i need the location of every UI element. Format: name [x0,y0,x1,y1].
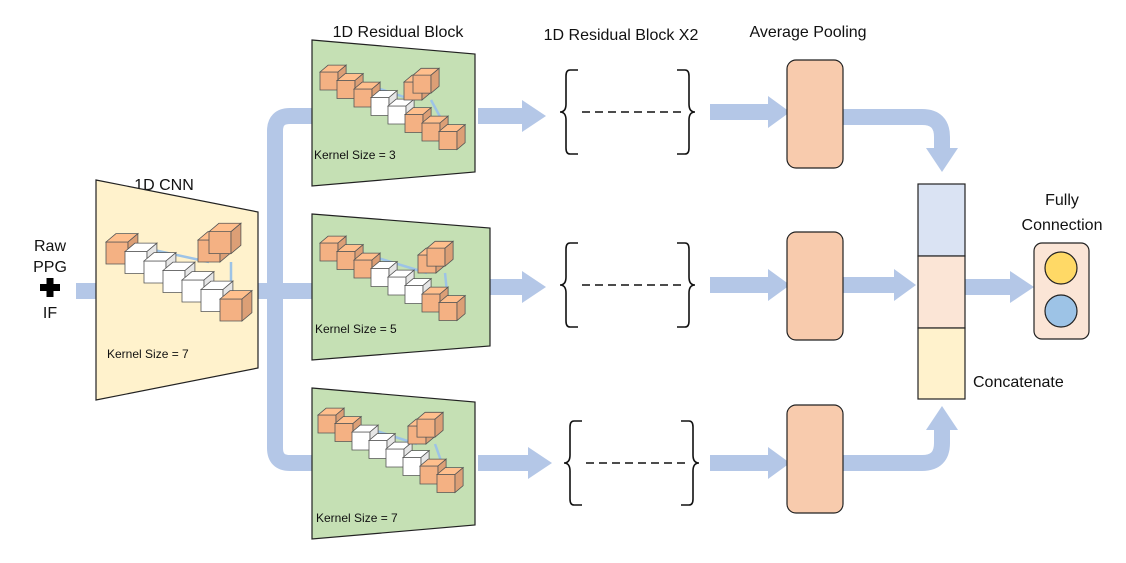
input-ppg: PPG [33,259,67,276]
connectors [76,104,1014,471]
fc-block [1033,242,1090,340]
sequence-cube [218,289,253,322]
arrowhead-res2 [522,271,546,303]
residual-x2-row-3 [563,420,700,506]
kernel-cube [411,67,441,95]
sequence-cube [437,294,467,322]
cnn-kernel-label: Kernel Size = 7 [107,347,189,361]
arrowhead-pool2 [768,269,790,301]
branch-trunk [267,108,312,471]
pooling-block-1 [786,59,844,169]
residual-x2-row-2 [559,242,696,328]
concat-stack [917,183,966,400]
cnn-block: 1D CNN Kernel Size = 7 [95,177,259,401]
fc-title-line1: Fully [1045,192,1079,209]
residual-block-3: Kernel Size = 7 [311,387,476,540]
arrow-heads [522,96,1034,479]
fc-node-yellow [1044,251,1078,285]
concat-segment-top [917,183,966,257]
arrowhead-fc [1010,271,1034,303]
residual-2-kernel-label: Kernel Size = 5 [315,322,397,336]
residual-x2-brackets [559,69,700,506]
arrowhead-res1 [522,100,546,132]
arrowhead-concat-bot [926,406,958,430]
residual-title: 1D Residual Block [333,24,465,41]
arrowhead-pool1 [768,96,790,128]
residual-block-1: Kernel Size = 3 [311,39,476,187]
sequence-cube [199,280,234,313]
plus-icon [40,278,60,297]
fc-node-blue [1044,294,1078,328]
input-raw: Raw [34,238,66,255]
arrowhead-res3 [528,447,552,479]
kernel-cube [425,240,455,268]
arrow-pool1-concat [843,109,950,150]
residual-x2-title: 1D Residual Block X2 [544,27,699,44]
residual-1-kernel-label: Kernel Size = 3 [314,148,396,162]
residual-3-kernel-label: Kernel Size = 7 [316,511,398,525]
kernel-cube [207,222,242,255]
concat-segment-mid [917,255,966,329]
arrow-pool3-concat [843,428,950,471]
pooling-block-3 [786,404,844,514]
kernel-cube [415,411,445,439]
arrowhead-concat-top [926,148,958,172]
residual-x2-row-1 [559,69,696,155]
concat-segment-bot [917,327,966,400]
pooling-blocks [786,59,844,514]
residual-3-cube-row [316,407,465,494]
input-label: Raw PPG IF [33,238,67,322]
arrowhead-concat-mid [894,269,916,301]
arrowhead-pool3 [768,447,790,479]
residual-1-cube-row [318,64,467,151]
input-if: IF [43,305,57,322]
fc-title-line2: Connection [1022,217,1103,234]
pooling-title: Average Pooling [749,24,866,41]
sequence-cube [437,123,467,151]
cnn-cube-row [104,222,253,322]
concat-label: Concatenate [973,374,1064,391]
sequence-cube [435,466,465,494]
residual-block-2: Kernel Size = 5 [311,213,491,361]
cnn-title: 1D CNN [134,177,194,194]
pooling-block-2 [786,231,844,341]
residual-2-cube-row [318,235,467,322]
